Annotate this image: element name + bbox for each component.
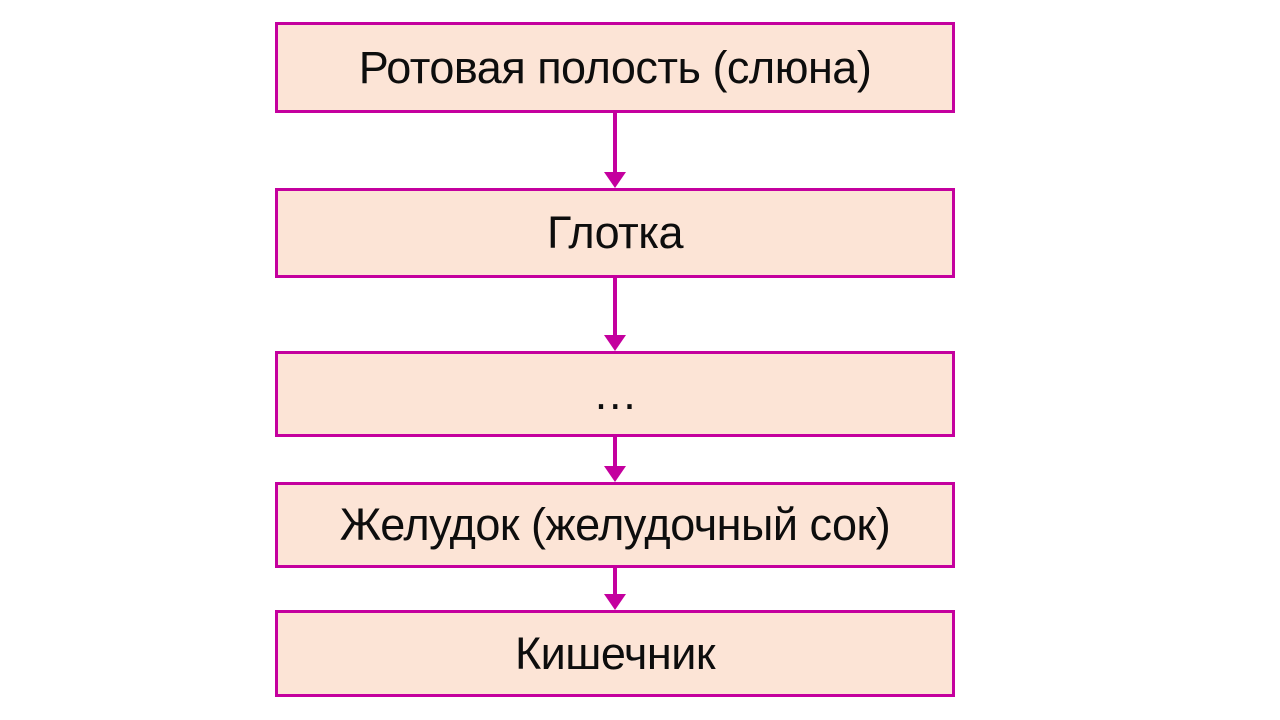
arrow-shaft — [613, 112, 617, 172]
flow-box-label: Кишечник — [514, 627, 716, 679]
flow-box-pharynx: Глотка — [275, 188, 955, 278]
flow-box-oral-cavity: Ротовая полость (слюна) — [275, 22, 955, 113]
arrow-head — [604, 466, 626, 482]
arrow-down-icon — [604, 568, 626, 610]
arrow-head — [604, 335, 626, 351]
arrow-shaft — [613, 568, 617, 594]
arrow-shaft — [613, 437, 617, 466]
flow-box-label: Желудок (желудочный сок) — [339, 499, 891, 551]
arrow-down-icon — [604, 112, 626, 188]
flow-box-label: … — [592, 368, 638, 420]
flow-box-blank: … — [275, 351, 955, 437]
arrow-shaft — [613, 278, 617, 335]
arrow-head — [604, 594, 626, 610]
arrow-head — [604, 172, 626, 188]
arrow-down-icon — [604, 278, 626, 351]
flow-box-intestine: Кишечник — [275, 610, 955, 697]
flow-box-stomach: Желудок (желудочный сок) — [275, 482, 955, 568]
flow-box-label: Глотка — [547, 207, 683, 259]
arrow-down-icon — [604, 437, 626, 482]
flow-box-label: Ротовая полость (слюна) — [358, 41, 872, 93]
